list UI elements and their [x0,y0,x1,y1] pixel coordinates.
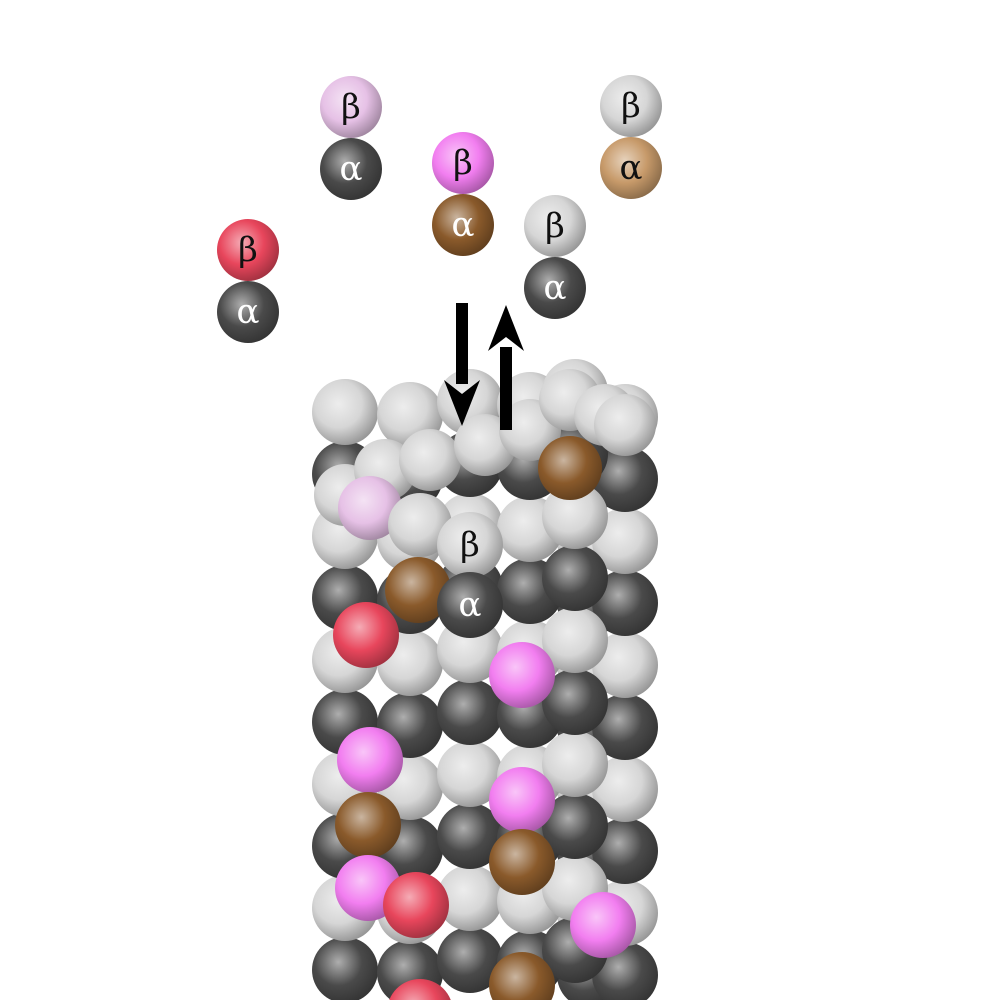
beta-subunit [217,219,279,281]
tubulin-subunit [542,669,608,735]
microtubule-lattice: βα [312,359,658,1000]
tubulin-subunit [542,793,608,859]
tubulin-subunit [312,937,378,1000]
tubulin-subunit-highlight [389,979,451,1000]
lattice-beta-label: β [460,525,480,565]
alpha-label: α [452,205,475,245]
tubulin-subunit-highlight [383,872,449,938]
tubulin-subunit [437,803,503,869]
lattice-beta-subunit [437,512,503,578]
lattice-alpha-subunit [437,572,503,638]
tubulin-subunit [592,818,658,884]
alpha-subunit [600,137,662,199]
beta-subunit [320,76,382,138]
tubulin-subunit [592,508,658,574]
alpha-label: α [237,292,260,332]
alpha-label: α [340,149,363,189]
beta-subunit [600,75,662,137]
tubulin-subunit [592,756,658,822]
beta-label: β [621,86,641,126]
alpha-subunit [432,194,494,256]
alpha-label: α [620,148,643,188]
free-dimer: αβ [524,195,586,319]
beta-label: β [238,230,258,270]
free-dimer: αβ [432,132,494,256]
tubulin-subunit [312,379,378,445]
tubulin-subunit-highlight [333,602,399,668]
tubulin-subunit [542,483,608,549]
tubulin-subunit-highlight [489,952,555,1000]
tubulin-subunit [542,607,608,673]
tubulin-subunit [437,679,503,745]
free-dimer: αβ [320,76,382,200]
tubulin-subunit-highlight [338,476,402,540]
tubulin-subunit [592,694,658,760]
free-dimer: αβ [600,75,662,199]
alpha-subunit [217,281,279,343]
beta-label: β [341,87,361,127]
tubulin-subunit-highlight [489,829,555,895]
tubulin-subunit-highlight [489,767,555,833]
tubulin-subunit-highlight [489,642,555,708]
beta-label: β [545,206,565,246]
tubulin-subunit [592,632,658,698]
alpha-subunit [320,138,382,200]
tubulin-subunit [437,865,503,931]
down-arrow-head [444,380,480,426]
tubulin-subunit-highlight [570,892,636,958]
alpha-subunit [524,257,586,319]
beta-subunit [524,195,586,257]
up-arrow-head [488,305,524,351]
exchange-arrows [444,303,524,430]
beta-subunit [432,132,494,194]
tubulin-subunit-highlight [538,436,602,500]
tubulin-subunit [542,731,608,797]
tubulin-subunit [388,493,452,557]
tubulin-subunit [399,429,461,491]
tubulin-subunit-highlight [385,557,451,623]
tubulin-subunit [437,927,503,993]
beta-label: β [453,143,473,183]
lattice-alpha-label: α [459,585,482,625]
down-arrow-shaft [456,303,468,384]
up-arrow-shaft [500,347,512,430]
tubulin-subunit-highlight [335,792,401,858]
tubulin-subunit [592,446,658,512]
tubulin-subunit [542,545,608,611]
free-dimer: αβ [217,219,279,343]
tubulin-subunit [592,570,658,636]
tubulin-subunit-highlight [337,727,403,793]
tubulin-subunit [594,394,656,456]
tubulin-subunit [437,741,503,807]
alpha-label: α [544,268,567,308]
